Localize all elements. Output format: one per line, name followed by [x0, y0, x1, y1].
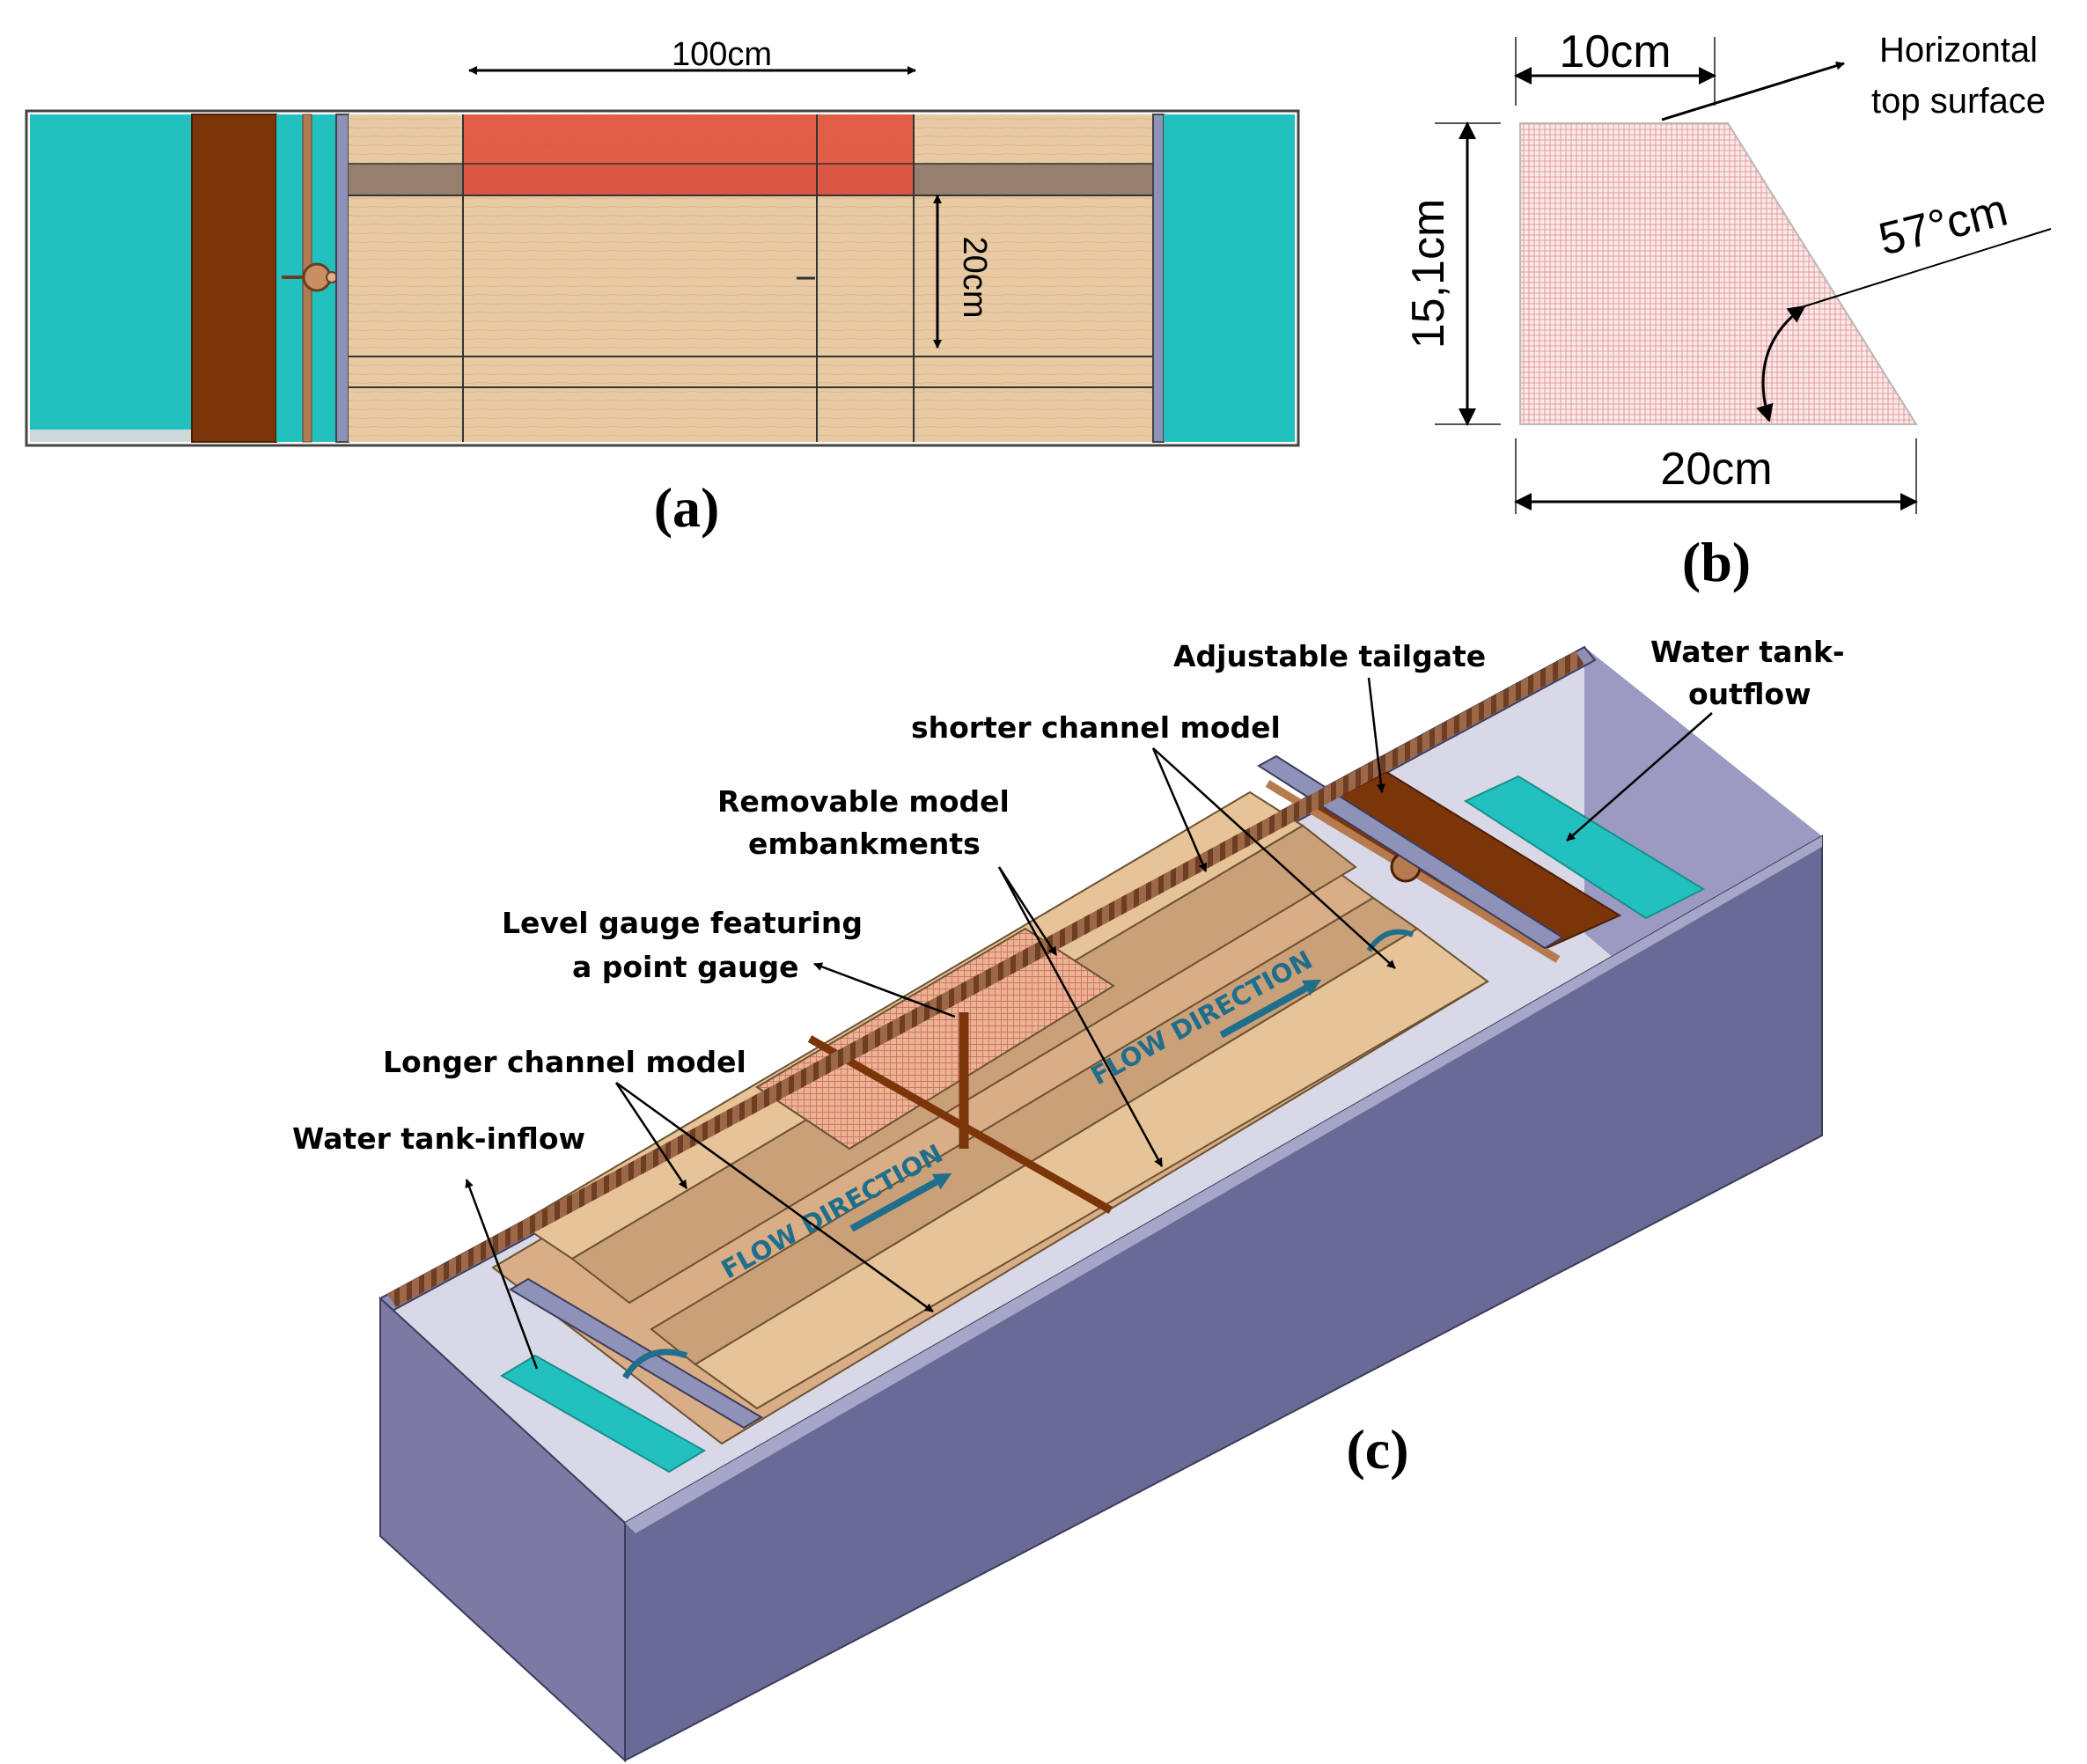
panel-b: 10cm 15,1cm 20cm 57°cm Horizontal top su…	[1403, 26, 2052, 593]
divider-wall-plan	[335, 114, 349, 443]
dim-bottom-label: 20cm	[1660, 444, 1772, 495]
leader-embank-1	[997, 866, 1058, 956]
flume-front-top-edge	[625, 836, 1822, 1533]
angle-leader	[1804, 228, 2052, 307]
surface-label-line1: Horizontal	[1879, 31, 2038, 70]
panel-b-label: (b)	[1682, 531, 1751, 593]
inflow-tank-water	[500, 1354, 706, 1474]
removable-embankment	[755, 927, 1115, 1150]
flow-arrow-head	[931, 1172, 952, 1190]
dim-height-label: 20cm	[956, 237, 993, 319]
dim-width-label: 100cm	[672, 36, 772, 73]
callout-outflow-line2: outflow	[1688, 677, 1811, 711]
divider-wall-left	[509, 1277, 763, 1430]
angle-arc	[1756, 305, 1806, 423]
leader-gauge	[813, 962, 956, 1018]
panel-c-label: (c)	[1346, 1418, 1408, 1481]
leader-outflow	[1566, 712, 1713, 842]
leader-longer-1	[614, 1082, 688, 1189]
angle-label: 57°cm	[1874, 185, 2013, 266]
panel-a-label: (a)	[654, 476, 720, 539]
callout-inflow: Water tank-inflow	[292, 1121, 585, 1156]
flow-arrow	[849, 1179, 938, 1232]
leader-embank-2	[997, 866, 1164, 1167]
inflow-tank-floor-strip	[30, 430, 192, 442]
embankment-section	[1519, 122, 1918, 425]
panel-a: 100cm 20cm (a)	[25, 36, 1300, 539]
callout-outflow-line1: Water tank-	[1650, 635, 1845, 669]
panel-c: FLOW DIRECTION FLOW DIRECTION Adjustable…	[292, 635, 1845, 1763]
callout-embankments-line1: Removable model	[717, 784, 1010, 819]
callout-longer-channel: Longer channel model	[383, 1045, 746, 1079]
leader-shorter-1	[1151, 747, 1208, 872]
leader-tailgate	[1367, 677, 1385, 793]
callout-gauge-line1: Level gauge featuring	[502, 906, 863, 940]
tailgate-plan	[191, 114, 277, 443]
divider-wall-right	[1257, 754, 1564, 950]
flow-arrow-head	[1301, 979, 1322, 996]
removable-embankment-plan	[463, 114, 914, 195]
leader-inflow	[465, 1179, 539, 1370]
dim-section-height-label: 15,1cm	[1403, 199, 1454, 349]
callout-gauge-line2: a point gauge	[572, 950, 799, 984]
divider-wall-plan-right	[1152, 114, 1165, 443]
outflow-tank-water	[1164, 114, 1295, 442]
leader-shorter-2	[1152, 747, 1396, 969]
near-embankment-top	[694, 927, 1489, 1410]
surface-leader	[1661, 61, 1845, 121]
flume-front-wall	[624, 834, 1823, 1762]
outflow-tank-water	[1463, 775, 1706, 920]
callout-shorter-channel: shorter channel model	[911, 710, 1281, 745]
inflow-tank-water	[30, 114, 192, 433]
leader-longer-2	[615, 1081, 934, 1313]
inflow-curved-arrow	[622, 1349, 688, 1379]
surface-label-line2: top surface	[1871, 82, 2046, 121]
callout-embankments-line2: embankments	[748, 827, 981, 861]
dim-top-label: 10cm	[1559, 26, 1671, 77]
top-rail	[387, 651, 1584, 1307]
callout-tailgate: Adjustable tailgate	[1173, 639, 1486, 673]
flow-arrow	[1219, 985, 1308, 1039]
